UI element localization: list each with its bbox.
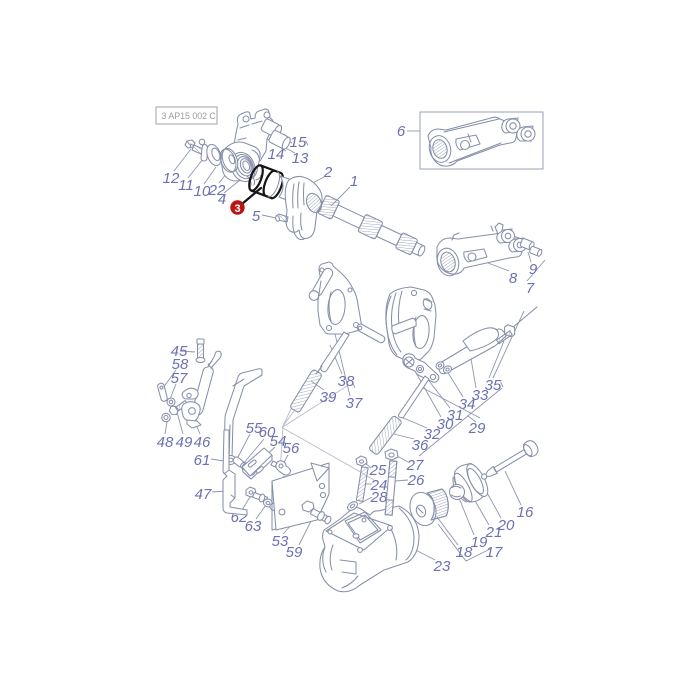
svg-text:56: 56 [283,440,300,457]
svg-text:36: 36 [412,437,429,454]
svg-text:15: 15 [290,134,307,151]
svg-text:16: 16 [517,504,534,521]
svg-text:31: 31 [447,407,464,424]
svg-text:10: 10 [194,183,211,200]
svg-text:11: 11 [178,177,194,194]
svg-text:27: 27 [406,457,424,474]
svg-text:19: 19 [471,534,488,551]
svg-text:53: 53 [272,533,289,550]
svg-text:21: 21 [485,524,503,541]
svg-text:39: 39 [320,389,337,406]
svg-text:23: 23 [433,558,451,575]
svg-text:8: 8 [509,270,518,287]
svg-text:46: 46 [194,434,211,451]
svg-text:59: 59 [286,544,303,561]
svg-text:26: 26 [407,472,425,489]
svg-text:63: 63 [245,518,262,535]
svg-text:14: 14 [268,146,285,163]
svg-text:20: 20 [497,517,515,534]
svg-text:48: 48 [157,434,174,451]
svg-text:54: 54 [270,433,287,450]
svg-text:3: 3 [234,203,240,215]
svg-text:37: 37 [346,395,363,412]
svg-text:61: 61 [194,452,211,469]
svg-text:47: 47 [195,486,212,503]
svg-text:49: 49 [176,434,193,451]
svg-text:55: 55 [246,420,263,437]
svg-text:45: 45 [171,343,188,360]
svg-text:9: 9 [529,261,538,278]
svg-text:58: 58 [172,356,189,373]
svg-text:1: 1 [350,173,358,190]
svg-text:33: 33 [472,387,489,404]
svg-text:2: 2 [323,164,333,181]
svg-text:17: 17 [486,544,503,561]
svg-text:32: 32 [424,426,441,443]
svg-text:13: 13 [292,150,309,167]
svg-text:57: 57 [171,370,188,387]
svg-text:35: 35 [485,377,502,394]
svg-text:24: 24 [370,477,388,494]
svg-text:29: 29 [468,420,486,437]
svg-text:28: 28 [370,489,388,506]
svg-text:38: 38 [338,373,355,390]
svg-text:4: 4 [218,191,226,208]
svg-text:18: 18 [456,544,473,561]
svg-text:60: 60 [259,424,276,441]
svg-text:6: 6 [397,123,406,140]
svg-text:5: 5 [252,208,261,225]
svg-text:25: 25 [369,462,387,479]
svg-text:7: 7 [526,280,535,297]
svg-text:12: 12 [163,170,180,187]
svg-text:22: 22 [208,182,226,199]
svg-text:3 AP15 002 C: 3 AP15 002 C [162,111,217,121]
svg-text:30: 30 [437,416,454,433]
